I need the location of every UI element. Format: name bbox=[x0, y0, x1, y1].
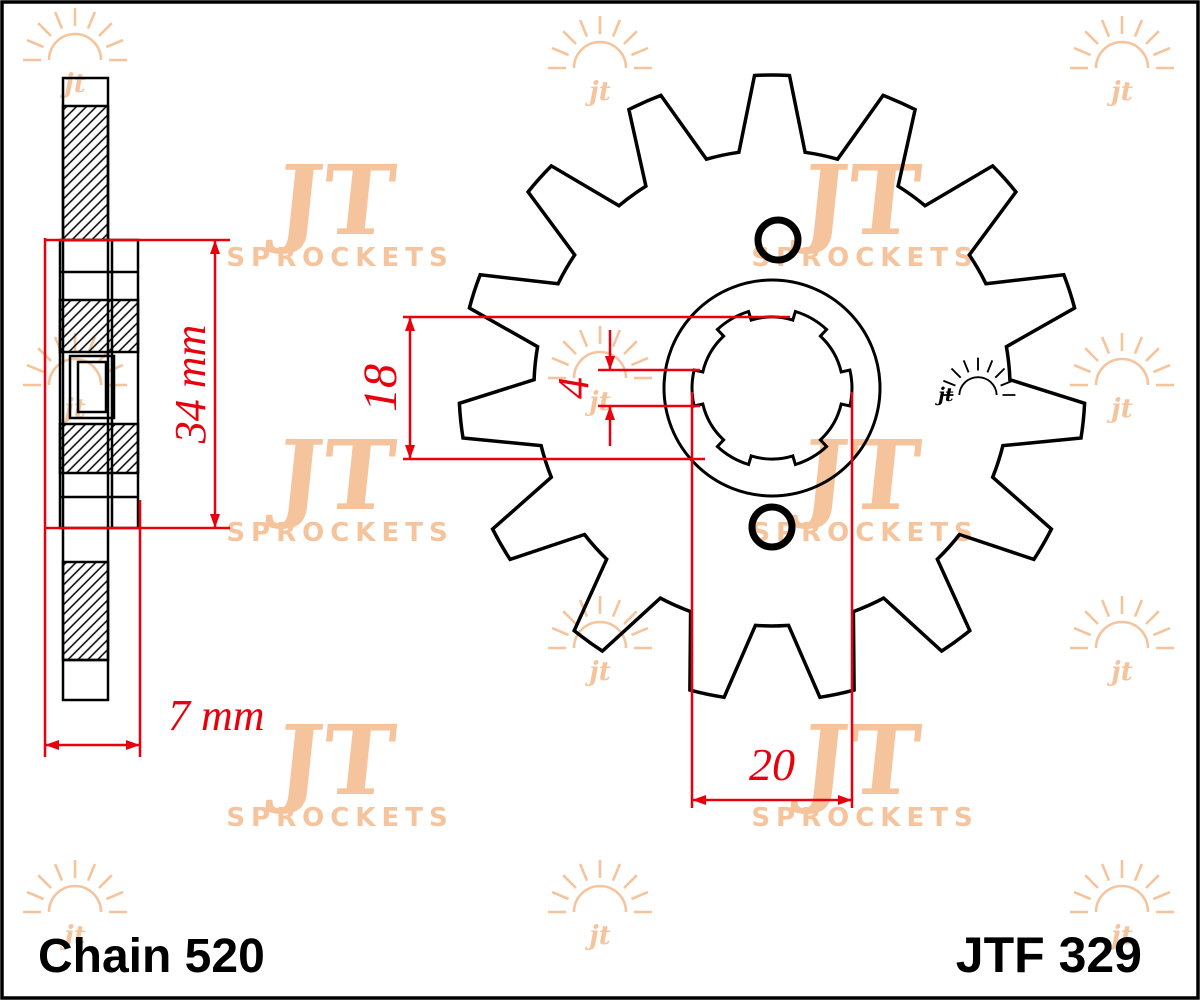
sun-jt-text: jt bbox=[584, 657, 610, 687]
sun-watermark: jt bbox=[548, 326, 652, 417]
sun-rays-icon bbox=[940, 357, 1016, 396]
cross-section-view bbox=[58, 76, 140, 702]
sun-rays-icon bbox=[548, 326, 652, 380]
hatch-upper bbox=[61, 104, 110, 242]
dimension-label-20: 20 bbox=[749, 739, 795, 790]
sun-watermark: jt bbox=[548, 596, 652, 687]
technical-drawing: jt bbox=[58, 73, 1087, 702]
jt-logo-subtext: SPROCKETS bbox=[226, 518, 453, 548]
sun-watermark: jt bbox=[548, 860, 652, 951]
sun-watermark: jt bbox=[548, 16, 652, 107]
sun-watermark: jt bbox=[23, 8, 127, 99]
sun-jt-text: jt bbox=[59, 921, 85, 951]
jt-logo-text: JT bbox=[264, 419, 401, 532]
hatch-lower bbox=[61, 560, 110, 662]
sun-watermark: jt bbox=[23, 860, 127, 951]
bolt-hole-top bbox=[754, 216, 802, 264]
shaft-outline bbox=[61, 76, 110, 702]
sun-jt-text: jt bbox=[584, 77, 610, 107]
sun-jt-text: jt bbox=[584, 921, 610, 951]
dimension-label-4: 4 bbox=[549, 377, 598, 399]
sun-jt-text: jt bbox=[934, 384, 954, 406]
sun-rays-icon bbox=[548, 16, 652, 70]
dimension-label-34: 34 mm bbox=[166, 325, 215, 445]
sun-rays-icon bbox=[1070, 596, 1174, 650]
hatch-hub-upper bbox=[58, 298, 140, 354]
sun-rays-icon bbox=[1070, 860, 1174, 914]
sun-jt-text: jt bbox=[1106, 657, 1132, 687]
sun-rays-icon bbox=[548, 860, 652, 914]
dimension-label-7: 7 mm bbox=[168, 691, 265, 740]
hub-circle bbox=[662, 278, 882, 498]
jt-logo-text: JT bbox=[264, 144, 401, 257]
sun-jt-text: jt bbox=[1106, 77, 1132, 107]
hatch-hub-lower bbox=[58, 422, 140, 475]
bore-window bbox=[68, 354, 116, 420]
jt-logo-subtext: SPROCKETS bbox=[226, 803, 453, 833]
chain-size-label: Chain 520 bbox=[38, 930, 265, 983]
jt-logo-subtext: SPROCKETS bbox=[751, 803, 978, 833]
jt-stamp-mark: jt bbox=[934, 357, 1016, 406]
sun-watermark: jt bbox=[1070, 333, 1174, 424]
bolt-hole-bottom bbox=[748, 503, 796, 551]
dimension-label-18: 18 bbox=[354, 364, 407, 412]
jt-logo-subtext: SPROCKETS bbox=[226, 243, 453, 273]
jt-logo-text: JT bbox=[264, 704, 401, 817]
gear-teeth-outline bbox=[457, 73, 1087, 700]
sun-rays-icon bbox=[1070, 333, 1174, 387]
sun-jt-text: jt bbox=[1106, 394, 1132, 424]
footer: Chain 520 JTF 329 bbox=[38, 927, 1142, 983]
spline-window bbox=[76, 360, 108, 414]
jt-logo-text: JT bbox=[789, 419, 926, 532]
part-number-label: JTF 329 bbox=[956, 927, 1142, 983]
sun-jt-text: jt bbox=[1106, 921, 1132, 951]
sun-watermark: jt bbox=[1070, 860, 1174, 951]
sun-rays-icon bbox=[23, 860, 127, 914]
sun-watermark: jt bbox=[1070, 16, 1174, 107]
sun-rays-icon bbox=[23, 8, 127, 62]
sun-watermark: jt bbox=[1070, 596, 1174, 687]
dimension-layer: 34 mm 7 mm 18 4 20 bbox=[43, 238, 854, 808]
sun-watermark: jt bbox=[934, 357, 1016, 406]
sun-rays-icon bbox=[1070, 16, 1174, 70]
